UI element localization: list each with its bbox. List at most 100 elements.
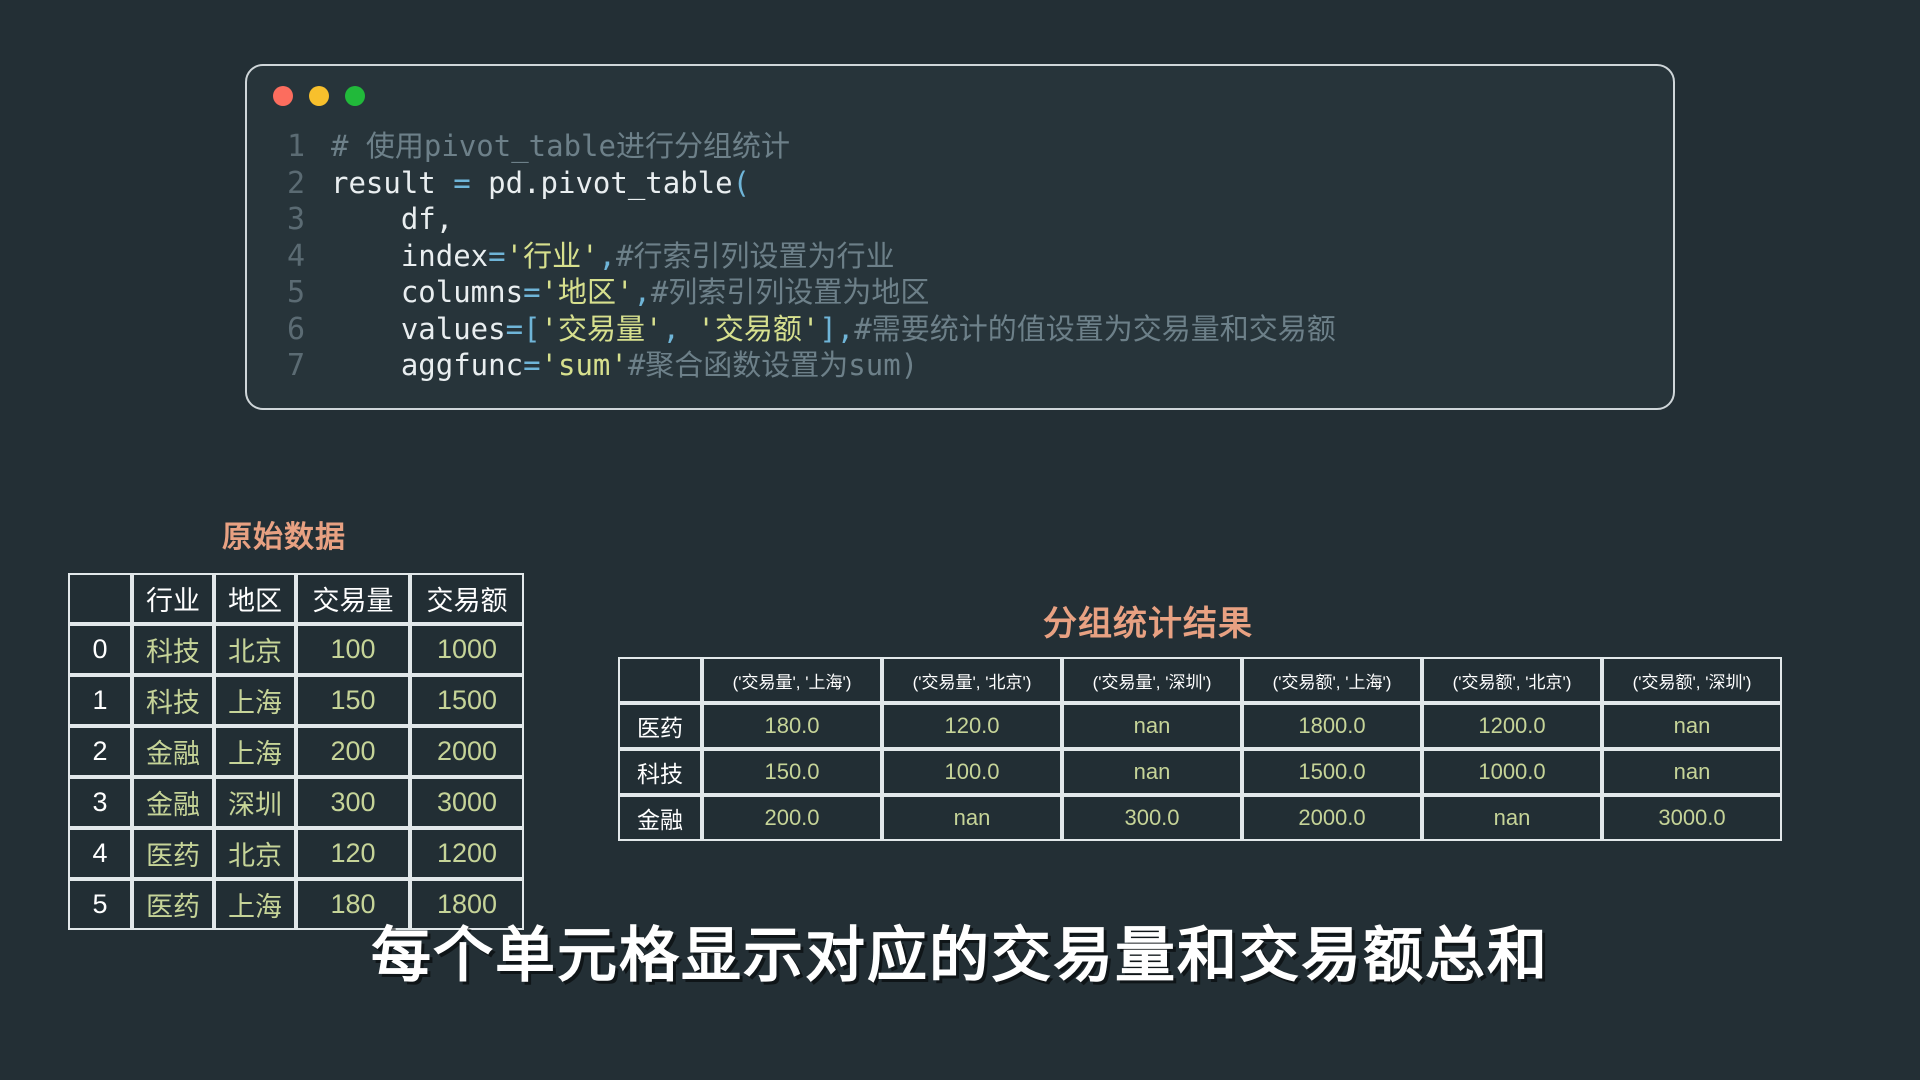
code-token-punct: [	[523, 311, 541, 346]
table-cell: 150	[296, 675, 410, 726]
table-cell: 1000.0	[1422, 749, 1602, 795]
result-col-header: ('交易量', '上海')	[702, 657, 882, 703]
code-line: 3 df,	[247, 201, 1673, 238]
row-index-cell: 1	[68, 675, 132, 726]
code-token-punct: ,	[633, 275, 651, 309]
source-col-header-index	[68, 573, 132, 624]
code-token-plain: pd.pivot_table	[470, 165, 733, 200]
code-token-punct: (	[732, 165, 751, 200]
code-line-number: 1	[286, 129, 305, 164]
row-index-cell: 科技	[618, 749, 702, 795]
table-cell: 150.0	[702, 749, 882, 795]
code-token-plain: values	[331, 311, 506, 346]
maximize-button-icon[interactable]	[345, 86, 365, 106]
code-token-plain: aggfunc	[331, 348, 524, 382]
table-cell: 科技	[132, 675, 214, 726]
row-index-cell: 0	[68, 624, 132, 675]
code-line-number: 5	[286, 275, 305, 310]
code-line-text: aggfunc='sum'#聚合函数设置为sum)	[305, 347, 918, 384]
table-cell: 上海	[214, 879, 296, 930]
code-line: 5 columns='地区',#列索引列设置为地区	[247, 274, 1673, 311]
table-cell: 1000	[410, 624, 524, 675]
table-cell: 1500.0	[1242, 749, 1422, 795]
table-cell: 200.0	[702, 795, 882, 841]
code-line-text: # 使用pivot_table进行分组统计	[305, 128, 790, 165]
code-token-plain: columns	[331, 275, 524, 309]
table-cell: 3000	[410, 777, 524, 828]
row-index-cell: 医药	[618, 703, 702, 749]
table-cell: 科技	[132, 624, 214, 675]
table-cell: nan	[1422, 795, 1602, 841]
result-col-header: ('交易额', '上海')	[1242, 657, 1422, 703]
code-token-punct: ,	[598, 238, 616, 273]
result-col-header: ('交易量', '深圳')	[1062, 657, 1242, 703]
code-line: 7 aggfunc='sum'#聚合函数设置为sum)	[247, 347, 1673, 384]
source-col-header: 行业	[132, 573, 214, 624]
table-cell: 300	[296, 777, 410, 828]
code-token-comment: # 使用pivot_table进行分组统计	[331, 129, 790, 163]
row-index-cell: 4	[68, 828, 132, 879]
row-index-cell: 5	[68, 879, 132, 930]
table-cell: 2000	[410, 726, 524, 777]
code-token-plain: index	[331, 238, 489, 273]
table-cell: 300.0	[1062, 795, 1242, 841]
code-line-number: 4	[286, 238, 305, 274]
code-line-text: columns='地区',#列索引列设置为地区	[305, 274, 930, 311]
table-cell: 1200	[410, 828, 524, 879]
code-token-comment: #行索引列设置为行业	[616, 238, 895, 273]
result-col-header: ('交易额', '深圳')	[1602, 657, 1782, 703]
source-col-header: 地区	[214, 573, 296, 624]
pivot-result-table: ('交易量', '上海')('交易量', '北京')('交易量', '深圳')(…	[618, 657, 1782, 841]
table-cell: 1200.0	[1422, 703, 1602, 749]
table-cell: nan	[1602, 703, 1782, 749]
code-line-number: 6	[286, 311, 305, 347]
code-line-text: values=['交易量', '交易额'],#需要统计的值设置为交易量和交易额	[305, 311, 1336, 348]
table-cell: 上海	[214, 726, 296, 777]
result-col-header: ('交易额', '北京')	[1422, 657, 1602, 703]
source-table-title: 原始数据	[222, 521, 346, 554]
source-table-header-row: 行业地区交易量交易额	[68, 573, 524, 624]
table-cell: 医药	[132, 828, 214, 879]
result-table-header-row: ('交易量', '上海')('交易量', '北京')('交易量', '深圳')(…	[618, 657, 1782, 703]
table-cell: 100.0	[882, 749, 1062, 795]
source-table-head: 行业地区交易量交易额	[68, 573, 524, 624]
code-line-text: index='行业',#行索引列设置为行业	[305, 238, 895, 275]
table-cell: 金融	[132, 726, 214, 777]
table-cell: nan	[1602, 749, 1782, 795]
result-col-header: ('交易量', '北京')	[882, 657, 1062, 703]
code-token-punct: ],	[819, 311, 855, 346]
source-col-header: 交易量	[296, 573, 410, 624]
table-cell: nan	[882, 795, 1062, 841]
table-cell: 上海	[214, 675, 296, 726]
table-cell: 金融	[132, 777, 214, 828]
result-col-header-index	[618, 657, 702, 703]
code-line: 6 values=['交易量', '交易额'],#需要统计的值设置为交易量和交易…	[247, 311, 1673, 348]
table-cell: 180	[296, 879, 410, 930]
row-index-cell: 2	[68, 726, 132, 777]
code-token-op: =	[453, 165, 471, 200]
code-token-str: '交易额'	[697, 311, 820, 346]
code-line: 1 # 使用pivot_table进行分组统计	[247, 128, 1673, 165]
result-table-head: ('交易量', '上海')('交易量', '北京')('交易量', '深圳')(…	[618, 657, 1782, 703]
result-table-title: 分组统计结果	[1043, 605, 1253, 643]
code-token-op: =	[488, 238, 506, 273]
table-cell: 北京	[214, 624, 296, 675]
code-token-op: =	[523, 348, 541, 382]
code-line-number: 3	[286, 202, 305, 237]
table-cell: 1800	[410, 879, 524, 930]
minimize-button-icon[interactable]	[309, 86, 329, 106]
table-cell: 1800.0	[1242, 703, 1422, 749]
close-button-icon[interactable]	[273, 86, 293, 106]
table-cell: 2000.0	[1242, 795, 1422, 841]
